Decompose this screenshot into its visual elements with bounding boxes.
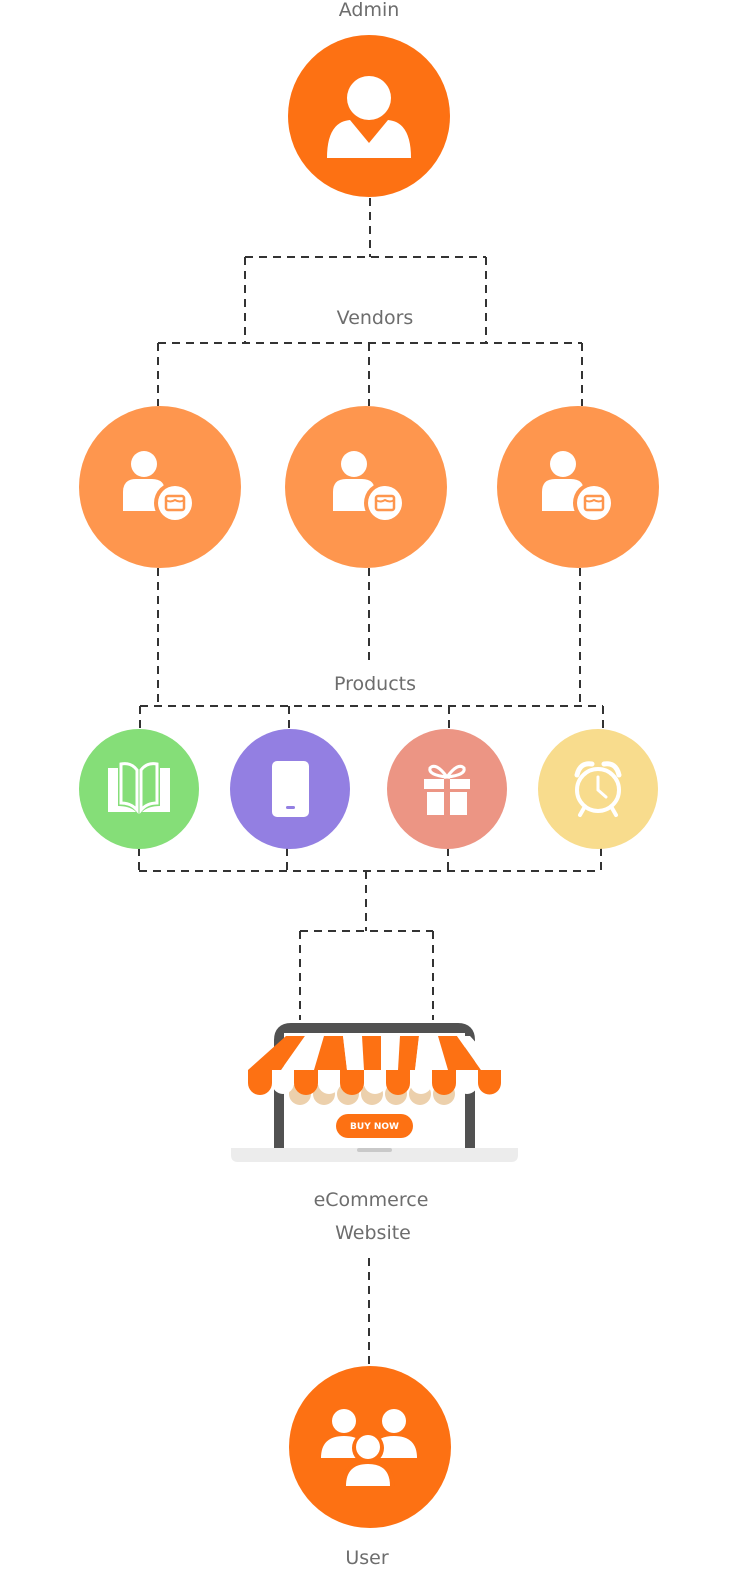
- buy-now-label: BUY NOW: [350, 1122, 399, 1132]
- vendors-label: Vendors: [337, 307, 414, 329]
- admin-label: Admin: [339, 0, 400, 21]
- connector-lines: [138, 198, 604, 1366]
- book-icon: [108, 762, 170, 815]
- storefront-laptop-icon: [231, 1023, 518, 1162]
- gift-icon: [424, 764, 470, 815]
- user-node: [289, 1366, 451, 1528]
- product-node: [387, 729, 507, 849]
- admin-user-icon: [327, 76, 411, 158]
- alarm-clock-icon: [574, 761, 622, 817]
- product-circle: [79, 729, 199, 849]
- vendor-node: [79, 406, 241, 568]
- website-label-line1: eCommerce: [314, 1189, 429, 1211]
- admin-node: [288, 35, 450, 197]
- vendor-node: [285, 406, 447, 568]
- product-node: [79, 729, 199, 849]
- smartphone-icon: [272, 761, 309, 817]
- vendor-store-icon: [123, 451, 196, 524]
- user-label: User: [345, 1547, 388, 1569]
- website-label-line2: Website: [335, 1222, 411, 1244]
- product-node: [230, 729, 350, 849]
- product-node: [538, 729, 658, 849]
- vendor-store-icon: [542, 451, 615, 524]
- vendor-store-icon: [333, 451, 406, 524]
- user-group-icon: [321, 1409, 417, 1486]
- products-label: Products: [334, 673, 416, 695]
- buy-now-button[interactable]: BUY NOW: [336, 1114, 413, 1138]
- vendor-node: [497, 406, 659, 568]
